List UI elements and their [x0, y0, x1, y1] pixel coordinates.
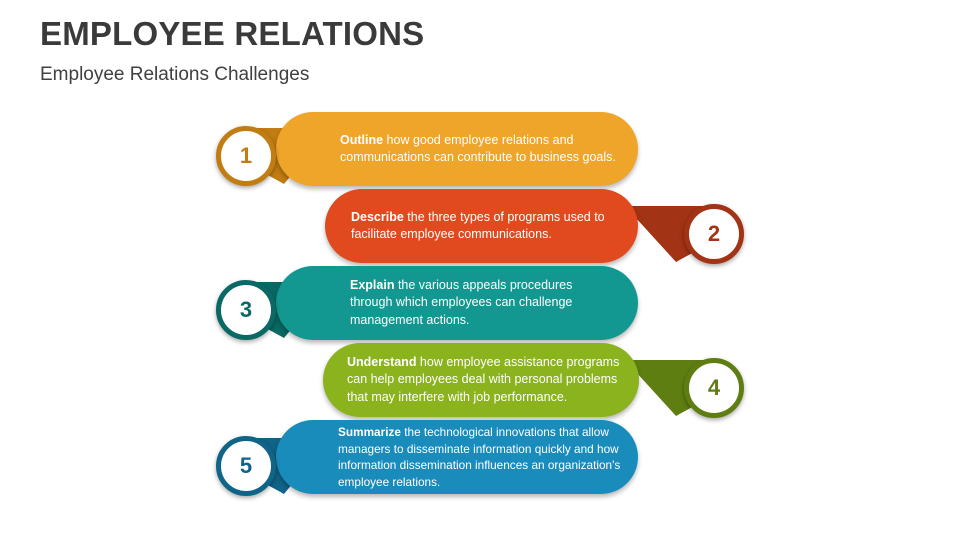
challenge-pill-4: Understand how employee assistance progr… — [323, 343, 639, 417]
pill-description-1: how good employee relations and communic… — [340, 132, 616, 165]
pill-keyword-1: Outline — [340, 132, 384, 147]
number-badge-1: 1 — [216, 126, 276, 186]
pill-description-4: how employee assistance programs can hel… — [347, 354, 620, 404]
challenge-pill-3: Explain the various appeals procedures t… — [276, 266, 638, 340]
challenge-pill-5: Summarize the technological innovations … — [276, 420, 638, 494]
pill-text-5: Summarize the technological innovations … — [338, 424, 624, 490]
pill-keyword-4: Understand — [347, 354, 417, 369]
page-subtitle: Employee Relations Challenges — [40, 64, 310, 85]
pill-keyword-3: Explain — [350, 277, 395, 292]
number-badge-2: 2 — [684, 204, 744, 264]
pill-text-1: Outline how good employee relations and … — [340, 132, 624, 167]
pill-keyword-5: Summarize — [338, 425, 401, 439]
pill-text-4: Understand how employee assistance progr… — [347, 354, 627, 407]
pill-text-3: Explain the various appeals procedures t… — [350, 277, 618, 330]
number-badge-3: 3 — [216, 280, 276, 340]
pill-description-2: the three types of programs used to faci… — [351, 209, 605, 242]
pill-keyword-2: Describe — [351, 209, 404, 224]
number-badge-4: 4 — [684, 358, 744, 418]
pill-text-2: Describe the three types of programs use… — [351, 209, 618, 244]
challenge-pill-2: Describe the three types of programs use… — [325, 189, 638, 263]
number-badge-5: 5 — [216, 436, 276, 496]
challenge-pill-1: Outline how good employee relations and … — [276, 112, 638, 186]
pill-description-5: the technological innovations that allow… — [338, 425, 621, 489]
page-title: EMPLOYEE RELATIONS — [40, 15, 425, 52]
pill-description-3: the various appeals procedures through w… — [350, 277, 573, 327]
